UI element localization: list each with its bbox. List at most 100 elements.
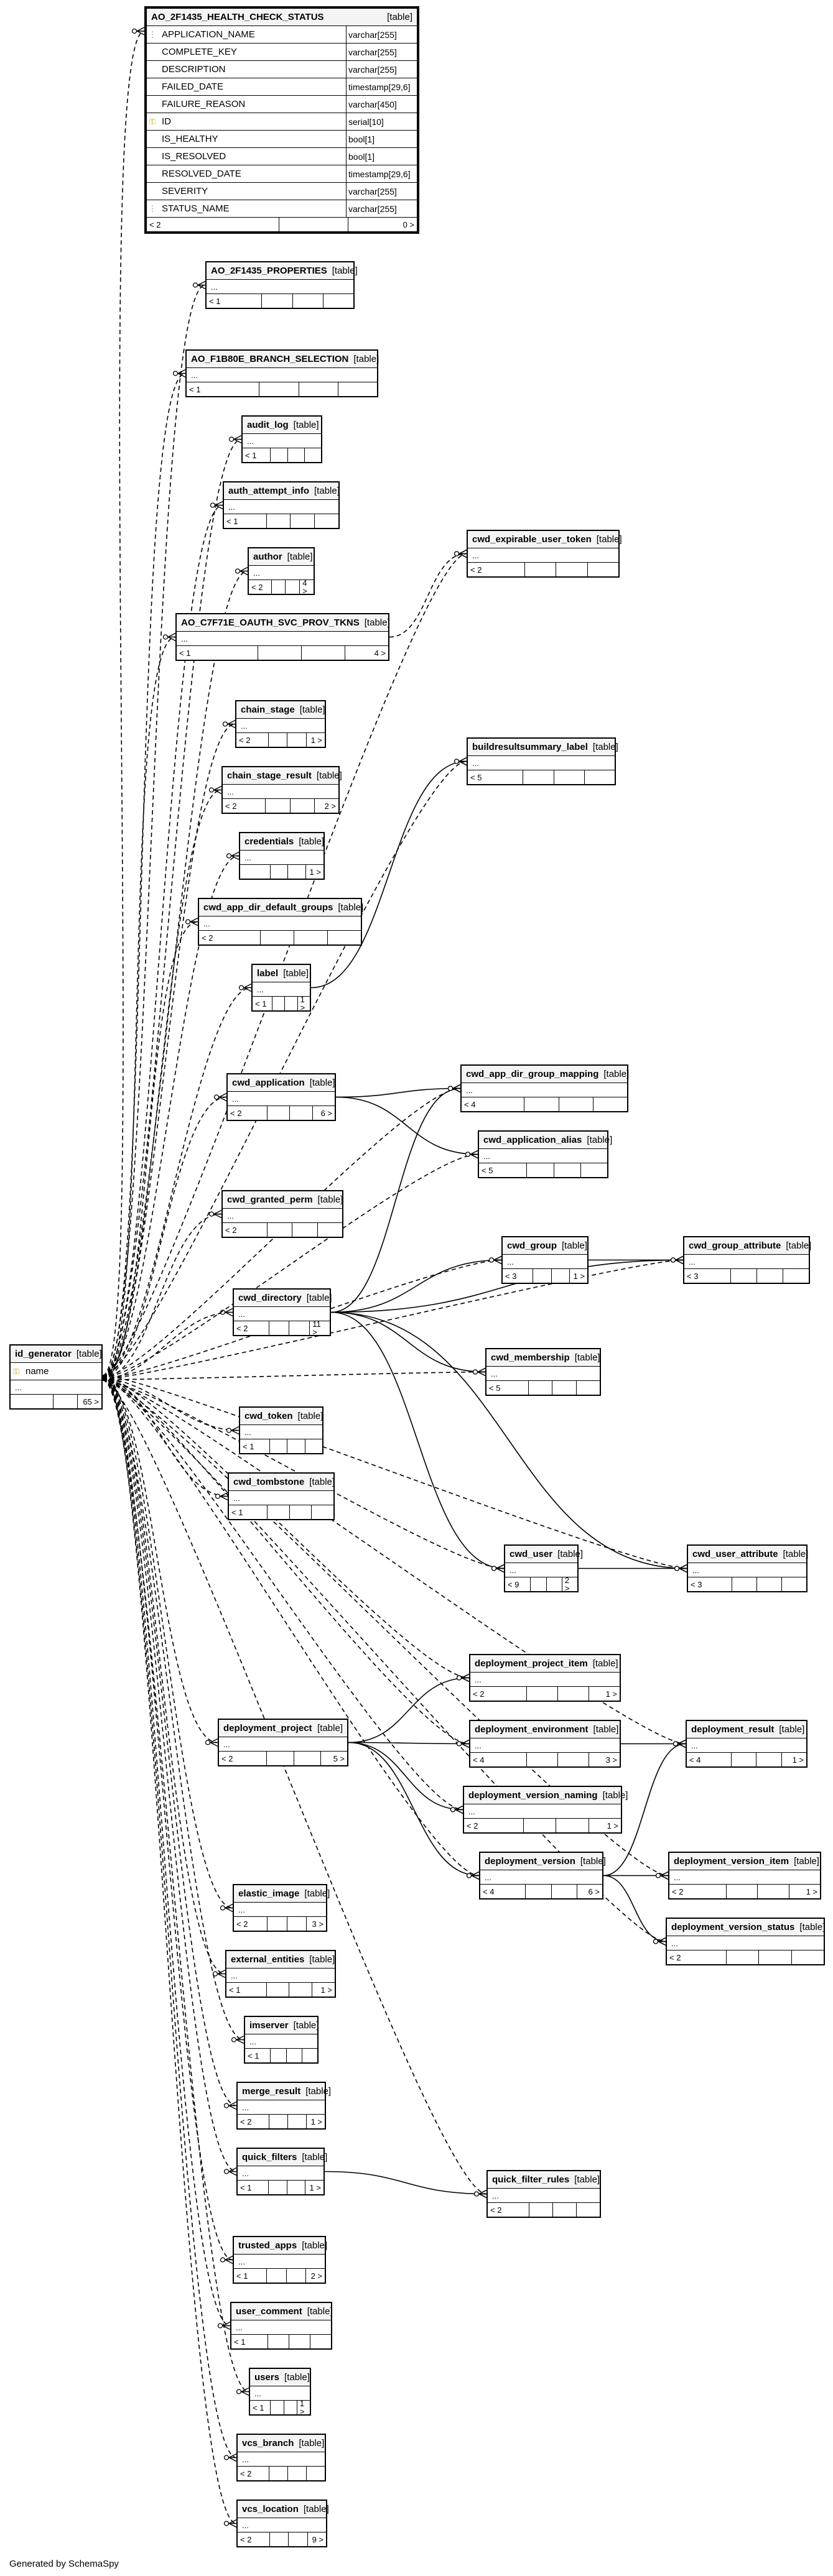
- child-count[interactable]: [312, 1505, 333, 1519]
- table-cwd-application-alias[interactable]: cwd_application_alias[table]...< 5: [478, 1130, 612, 1178]
- child-count[interactable]: 1 >: [792, 1755, 804, 1765]
- table-cwd-app-dir-group-mapping[interactable]: cwd_app_dir_group_mapping[table]...< 4: [460, 1064, 629, 1112]
- parent-count[interactable]: < 1: [231, 2335, 268, 2348]
- child-count[interactable]: 2 >: [564, 1576, 570, 1593]
- parent-count[interactable]: < 2: [249, 580, 272, 594]
- parent-count[interactable]: < 2: [228, 1106, 268, 1120]
- table-cwd-expirable-user-token[interactable]: cwd_expirable_user_token[table]...< 2: [467, 530, 622, 578]
- child-count[interactable]: [318, 1223, 342, 1237]
- parent-count[interactable]: < 4: [687, 1753, 732, 1766]
- parent-count[interactable]: < 3: [684, 1269, 731, 1283]
- child-count[interactable]: 6 >: [588, 1886, 600, 1896]
- child-count[interactable]: 65 >: [83, 1396, 99, 1406]
- parent-count[interactable]: < 2: [219, 1752, 268, 1765]
- parent-count[interactable]: < 1: [253, 997, 272, 1010]
- table-cwd-granted-perm[interactable]: cwd_granted_perm[table]...< 2: [221, 1190, 343, 1238]
- table-cwd-app-dir-default-groups[interactable]: cwd_app_dir_default_groups[table]...< 2: [198, 898, 363, 946]
- parent-count[interactable]: < 4: [462, 1097, 525, 1111]
- parent-count[interactable]: < 1: [224, 514, 267, 528]
- table-ao-2f1435-properties[interactable]: AO_2F1435_PROPERTIES[table]...< 1: [205, 261, 358, 309]
- parent-count[interactable]: < 1: [207, 294, 263, 308]
- child-count[interactable]: [593, 1097, 627, 1111]
- table-user-comment[interactable]: user_comment[table]...< 1: [230, 2302, 333, 2350]
- child-count[interactable]: 2 >: [310, 2271, 323, 2281]
- table-ao-2f1435-health-check-status[interactable]: AO_2F1435_HEALTH_CHECK_STATUS [table] ⋮A…: [144, 6, 419, 234]
- child-count[interactable]: 3 >: [312, 1919, 323, 1929]
- child-count[interactable]: [307, 2467, 325, 2480]
- child-count[interactable]: [792, 1950, 824, 1964]
- parent-count[interactable]: < 1: [250, 2401, 271, 2414]
- child-count[interactable]: [581, 1163, 607, 1177]
- child-count[interactable]: [305, 448, 321, 462]
- parent-count[interactable]: < 1: [245, 2049, 271, 2062]
- parent-count[interactable]: < 2: [236, 733, 269, 747]
- parent-count[interactable]: < 1: [238, 2181, 269, 2194]
- table-quick-filter-rules[interactable]: quick_filter_rules[table]...< 2: [486, 2170, 601, 2218]
- table-vcs-branch[interactable]: vcs_branch[table]...< 2: [236, 2434, 326, 2481]
- child-count[interactable]: 0 >: [403, 219, 414, 229]
- child-count[interactable]: 11 >: [312, 1319, 321, 1337]
- child-count[interactable]: 1 >: [573, 1271, 585, 1281]
- parent-count[interactable]: < 1: [243, 448, 271, 462]
- table-cwd-membership[interactable]: cwd_membership[table]...< 5: [485, 1348, 601, 1396]
- parent-count[interactable]: < 2: [223, 799, 266, 813]
- parent-count[interactable]: < 4: [480, 1885, 526, 1898]
- child-count[interactable]: [782, 1577, 806, 1591]
- parent-count[interactable]: < 2: [669, 1885, 727, 1898]
- table-credentials[interactable]: credentials[table]...1 >: [239, 832, 325, 880]
- parent-count[interactable]: < 1: [234, 2269, 268, 2283]
- parent-count[interactable]: < 1: [177, 646, 258, 660]
- child-count[interactable]: 1 >: [806, 1886, 818, 1896]
- child-count[interactable]: 5 >: [333, 1753, 345, 1763]
- parent-count[interactable]: < 2: [234, 1321, 269, 1335]
- table-cwd-tombstone[interactable]: cwd_tombstone[table]...< 1: [228, 1472, 335, 1520]
- table-buildresultsummary-label[interactable]: buildresultsummary_label[table]...< 5: [467, 737, 618, 785]
- table-deployment-version-status[interactable]: deployment_version_status[table]...< 2: [666, 1918, 825, 1965]
- parent-count[interactable]: < 2: [199, 931, 261, 944]
- child-count[interactable]: [338, 382, 377, 396]
- child-count[interactable]: 4 >: [374, 648, 386, 658]
- parent-count[interactable]: < 2: [238, 2115, 269, 2128]
- child-count[interactable]: 1 >: [607, 1821, 619, 1830]
- table-cwd-user-attribute[interactable]: cwd_user_attribute[table]...< 3: [687, 1544, 808, 1592]
- parent-count[interactable]: < 5: [479, 1163, 528, 1177]
- parent-count[interactable]: < 5: [468, 770, 524, 784]
- parent-count[interactable]: < 2: [468, 563, 525, 576]
- parent-count[interactable]: [11, 1395, 54, 1408]
- child-count[interactable]: [323, 294, 353, 308]
- child-count[interactable]: 2 >: [324, 801, 337, 811]
- parent-count[interactable]: < 3: [503, 1269, 534, 1283]
- parent-count[interactable]: < 3: [688, 1577, 732, 1591]
- child-count[interactable]: 4 >: [302, 578, 307, 596]
- child-count[interactable]: [328, 931, 361, 944]
- parent-count[interactable]: < 2: [488, 2203, 529, 2217]
- child-count[interactable]: [577, 2203, 600, 2217]
- child-count[interactable]: [783, 1269, 809, 1283]
- parent-count[interactable]: < 2: [238, 2532, 270, 2546]
- parent-count[interactable]: < 2: [470, 1687, 527, 1701]
- parent-count[interactable]: < 2: [667, 1950, 727, 1964]
- child-count[interactable]: [577, 1381, 600, 1395]
- table-audit-log[interactable]: audit_log[table]...< 1: [241, 415, 322, 463]
